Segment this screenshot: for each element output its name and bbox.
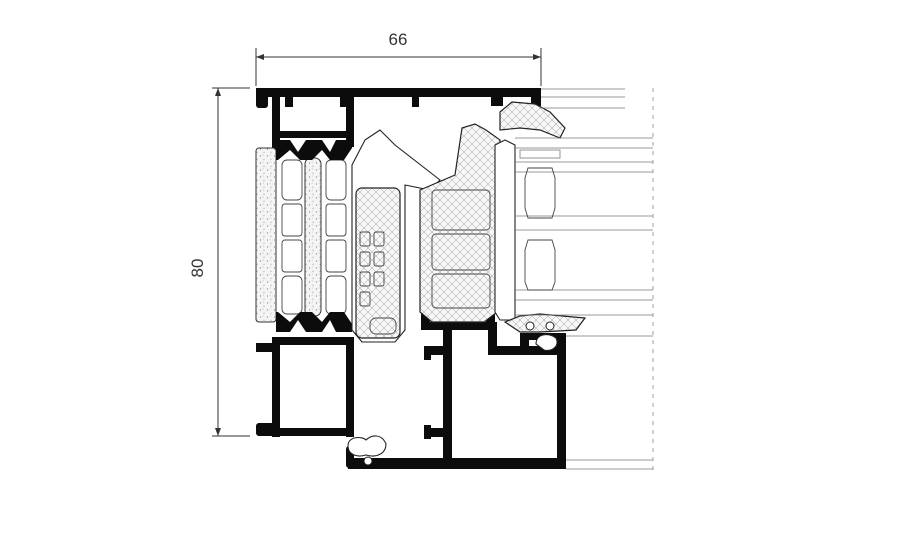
width-dimension-label: 66 <box>389 30 408 49</box>
height-dimension-label: 80 <box>188 259 207 278</box>
height-dimension: 80 <box>188 87 250 437</box>
insulated-glass-unit <box>515 88 654 470</box>
thermal-break-insulation <box>255 140 352 332</box>
glazing-sash-profile <box>419 123 516 323</box>
sash-insulation-body <box>351 129 441 343</box>
glazing-gaskets <box>347 101 587 466</box>
outer-frame-profile <box>256 88 566 469</box>
width-dimension: 66 <box>255 30 542 86</box>
